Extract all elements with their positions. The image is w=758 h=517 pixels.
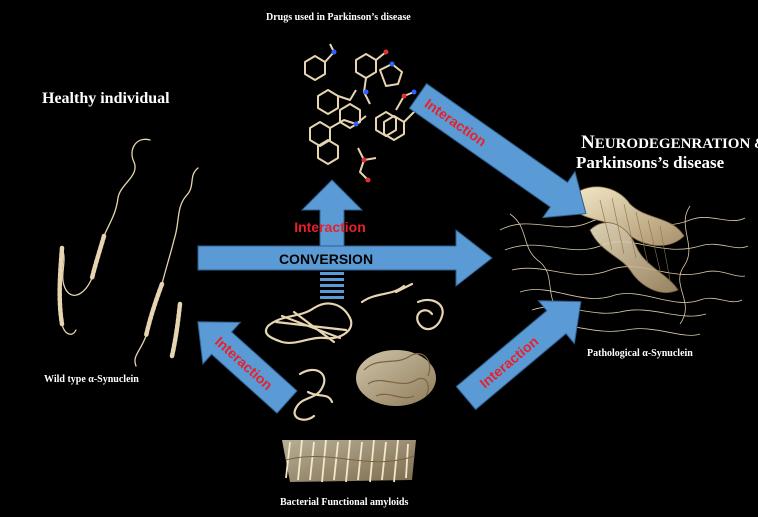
interaction-arrow-up: Interaction [294, 179, 366, 299]
conversion-arrow: CONVERSION [197, 228, 493, 288]
neurodegeneration-label: NEURODEGENRATION & [581, 132, 758, 154]
pathological-fibril-core [571, 186, 685, 293]
interaction-arrow-bacteria-to-wildtype: Interaction [197, 321, 298, 414]
parkinsons-disease-label: Parkinsons’s disease [576, 153, 725, 172]
conversion-arrow-label: CONVERSION [279, 251, 373, 267]
bacterial-amyloid-globular [356, 350, 436, 406]
interaction-arrow-bacteria-to-pathological: Interaction [455, 300, 582, 411]
healthy-individual-label: Healthy individual [42, 90, 170, 107]
wild-type-synuclein-label: Wild type α-Synuclein [44, 374, 139, 385]
drug-molecules [304, 43, 429, 181]
interaction-arrow-drugs-to-disease: Interaction [408, 83, 587, 219]
bacterial-amyloids-label: Bacterial Functional amyloids [280, 497, 409, 508]
wild-type-synuclein-structure [57, 138, 199, 367]
neurodegeneration-label-rest: EURODEGENRATION & [594, 136, 758, 152]
interaction-label-up: Interaction [294, 219, 366, 235]
drugs-label: Drugs used in Parkinson’s disease [266, 12, 411, 23]
drug-heteroatoms [331, 49, 417, 183]
neurodegeneration-label-initial: N [581, 132, 595, 153]
bacterial-amyloid-structures [264, 282, 444, 483]
pathological-synuclein-label: Pathological α-Synuclein [587, 348, 693, 359]
